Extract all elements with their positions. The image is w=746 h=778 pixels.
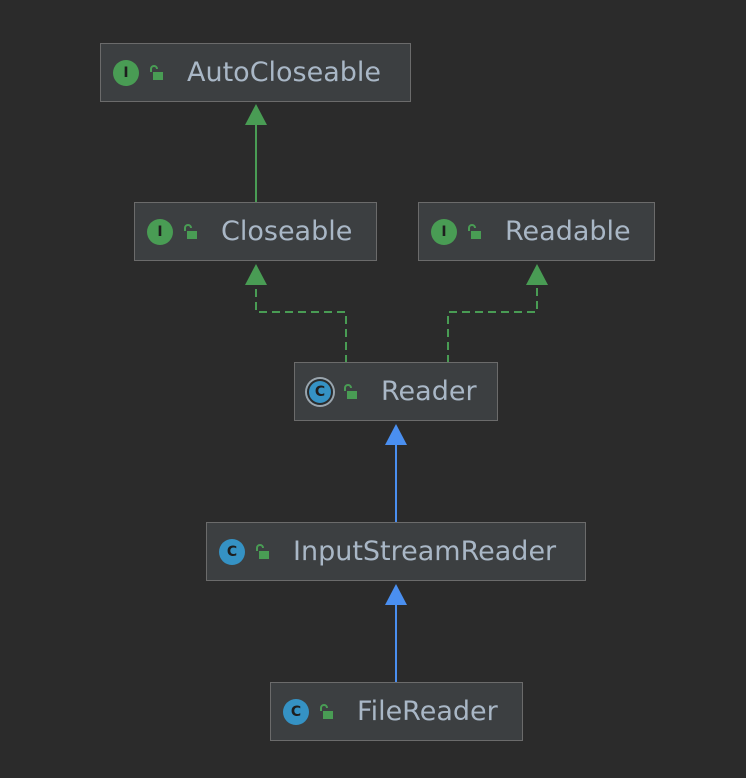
public-lock-icon <box>184 223 197 239</box>
public-lock-icon <box>468 223 481 239</box>
public-lock-icon <box>256 543 269 559</box>
public-lock-icon <box>320 703 333 719</box>
node-label: FileReader <box>357 696 498 727</box>
edge-reader-closeable <box>245 264 347 363</box>
class-icon: C <box>283 698 309 725</box>
node-label: InputStreamReader <box>293 536 557 567</box>
interface-icon: I <box>147 218 173 245</box>
public-lock-icon <box>344 383 357 399</box>
node-label: AutoCloseable <box>187 57 382 88</box>
node-autocloseable[interactable]: I AutoCloseable <box>100 43 411 102</box>
public-lock-icon <box>150 64 163 80</box>
node-label: Reader <box>381 376 477 407</box>
edge-filereader-inputstreamreader <box>385 584 407 683</box>
node-reader[interactable]: C Reader <box>294 362 498 421</box>
abstract-class-icon: C <box>307 378 333 405</box>
node-filereader[interactable]: C FileReader <box>270 682 523 741</box>
edge-closeable-autocloseable <box>245 104 267 203</box>
node-closeable[interactable]: I Closeable <box>134 202 377 261</box>
node-readable[interactable]: I Readable <box>418 202 655 261</box>
class-icon: C <box>219 538 245 565</box>
interface-icon: I <box>113 59 139 86</box>
edge-reader-readable <box>447 264 548 363</box>
node-inputstreamreader[interactable]: C InputStreamReader <box>206 522 586 581</box>
interface-icon: I <box>431 218 457 245</box>
node-label: Closeable <box>221 216 353 247</box>
edge-inputstreamreader-reader <box>385 424 407 523</box>
node-label: Readable <box>505 216 631 247</box>
